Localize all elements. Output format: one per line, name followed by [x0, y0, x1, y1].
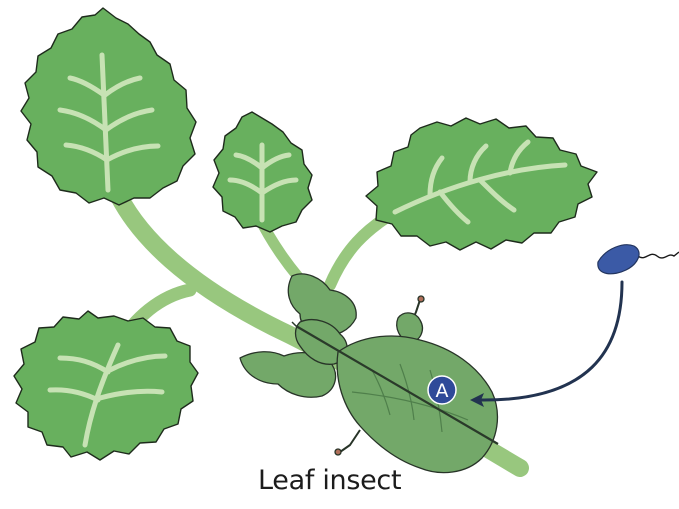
arrow-icon — [470, 282, 622, 407]
bacterium-icon — [598, 245, 679, 274]
leaf-bottom-left — [14, 311, 198, 460]
marker-label: A — [436, 380, 449, 402]
bacterium-flagellum — [638, 252, 679, 258]
bacterium-body — [598, 245, 639, 274]
leaf-insect-icon — [240, 274, 498, 473]
insect-abdomen — [337, 336, 497, 473]
arrow-line — [478, 282, 622, 400]
marker-a: A — [428, 376, 456, 404]
caption: Leaf insect — [258, 465, 428, 496]
insect-leg — [340, 430, 360, 452]
